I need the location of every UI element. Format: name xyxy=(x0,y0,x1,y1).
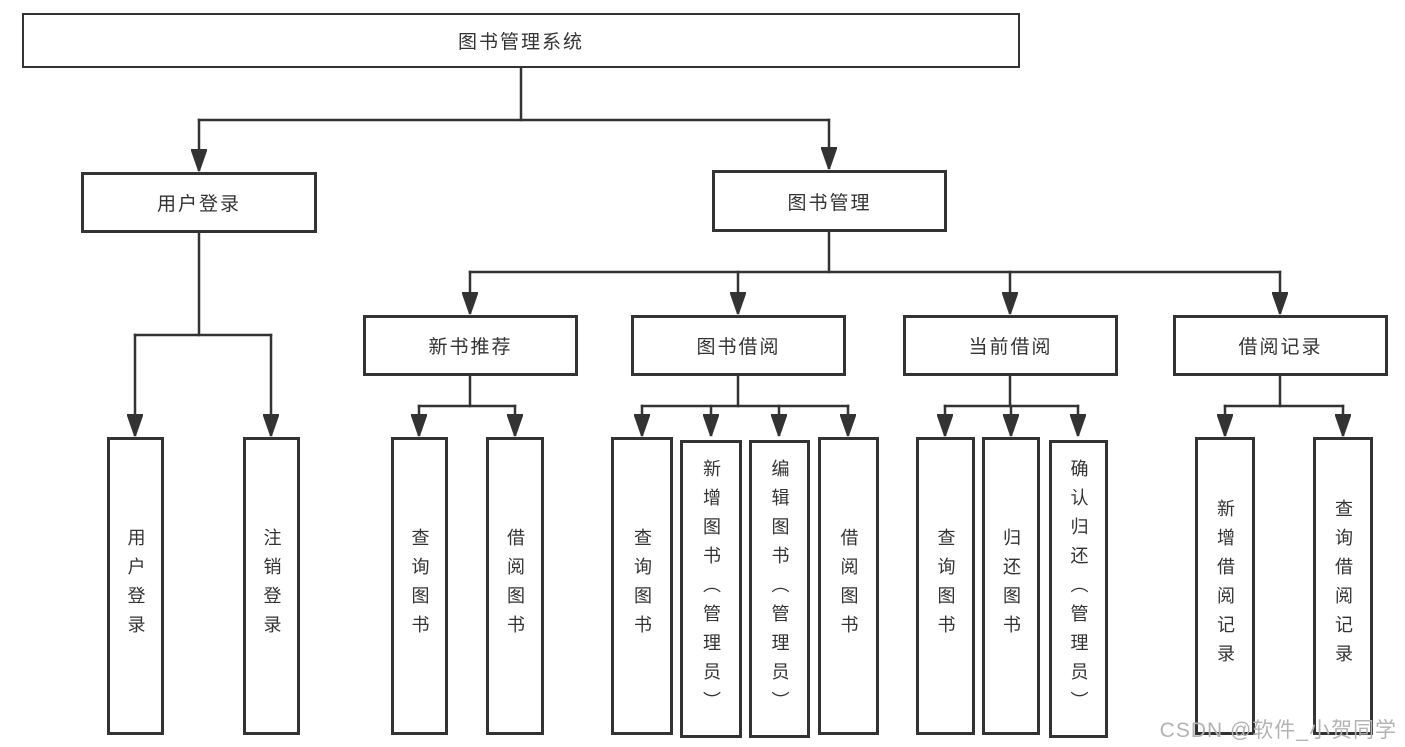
leaf-bb-add-books-admin: 新增图书（管理员） xyxy=(680,440,742,738)
leaf-label: 新增图书（管理员） xyxy=(701,458,721,720)
leaf-label: 新增借阅记录 xyxy=(1215,499,1235,673)
leaf-label: 查询图书 xyxy=(935,528,956,644)
leaf-br-add-record: 新增借阅记录 xyxy=(1195,437,1255,735)
leaf-br-query-record: 查询借阅记录 xyxy=(1313,437,1373,735)
leaf-label: 查询图书 xyxy=(632,528,652,644)
leaf-cb-query-books: 查询图书 xyxy=(916,437,975,735)
leaf-label: 注销登录 xyxy=(261,528,282,644)
leaf-label: 查询图书 xyxy=(409,528,430,644)
leaf-user-login: 用户登录 xyxy=(107,437,164,735)
leaf-label: 用户登录 xyxy=(125,528,146,644)
leaf-label: 借阅图书 xyxy=(505,528,525,644)
node-book-management: 图书管理 xyxy=(712,170,947,232)
leaf-cb-confirm-return-admin: 确认归还（管理员） xyxy=(1049,440,1108,738)
leaf-label: 借阅图书 xyxy=(838,528,859,644)
node-book-borrow: 图书借阅 xyxy=(631,315,846,376)
node-new-book-recommend: 新书推荐 xyxy=(363,315,578,376)
leaf-nb-borrow-books: 借阅图书 xyxy=(486,437,544,735)
leaf-nb-query-books: 查询图书 xyxy=(391,437,448,735)
leaf-logout: 注销登录 xyxy=(243,437,300,735)
csdn-watermark: CSDN @软件_小贺同学 xyxy=(1159,719,1397,742)
leaf-label: 查询借阅记录 xyxy=(1333,499,1353,673)
leaf-label: 归还图书 xyxy=(1001,528,1021,644)
node-user-login: 用户登录 xyxy=(81,172,317,233)
leaf-bb-borrow-books: 借阅图书 xyxy=(818,437,879,735)
leaf-bb-edit-books-admin: 编辑图书（管理员） xyxy=(749,440,810,738)
node-root-system: 图书管理系统 xyxy=(22,13,1020,68)
leaf-cb-return-books: 归还图书 xyxy=(982,437,1040,735)
node-borrow-records: 借阅记录 xyxy=(1173,315,1388,376)
leaf-bb-query-books: 查询图书 xyxy=(611,437,673,735)
node-current-borrow: 当前借阅 xyxy=(903,315,1118,376)
leaf-label: 编辑图书（管理员） xyxy=(769,458,790,720)
leaf-label: 确认归还（管理员） xyxy=(1068,458,1089,720)
